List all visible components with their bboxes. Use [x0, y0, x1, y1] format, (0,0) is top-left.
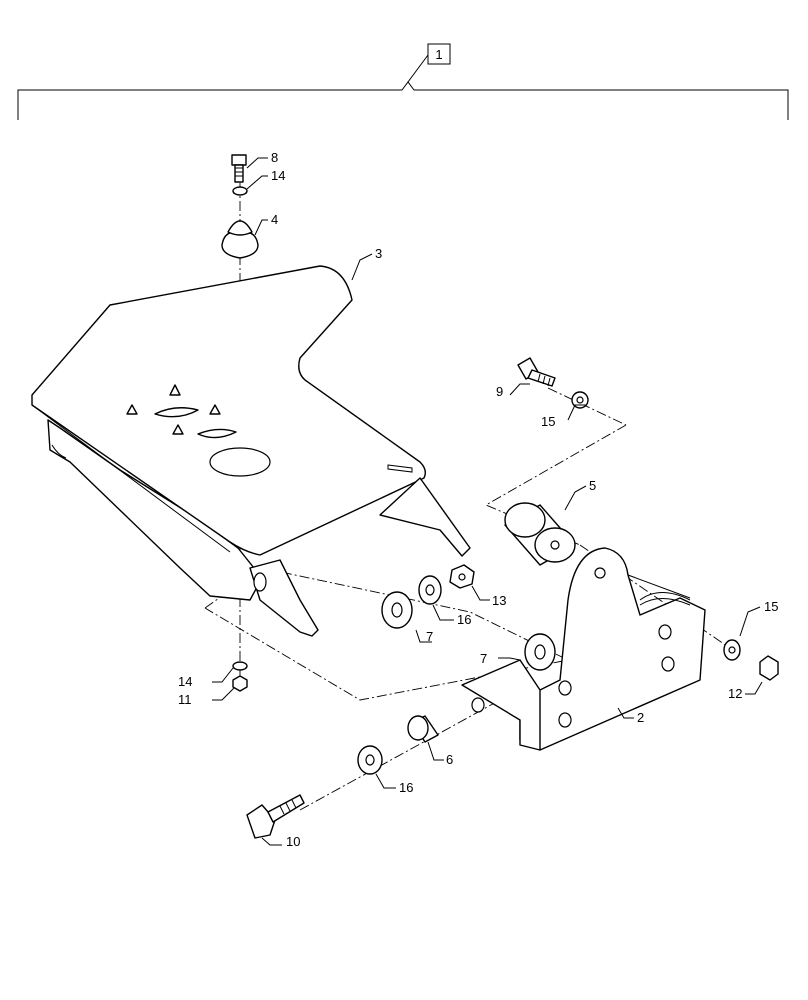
washer-part-14-top [232, 186, 248, 196]
callout-14-top: 14 [271, 168, 285, 183]
spacer-part-7-left [381, 591, 413, 629]
callout-10: 10 [286, 834, 300, 849]
callout-7-left: 7 [426, 629, 433, 644]
callout-6: 6 [446, 752, 453, 767]
bolt-part-8 [231, 154, 247, 183]
callout-2: 2 [637, 710, 644, 725]
washer-part-15-right [723, 639, 741, 661]
washer-part-14-bottom [232, 661, 248, 671]
callout-8: 8 [271, 150, 278, 165]
callout-15-right: 15 [764, 599, 778, 614]
washer-part-16-bottom [357, 745, 383, 775]
callout-15-top: 15 [541, 414, 555, 429]
spacer-part-7-right [524, 633, 556, 671]
callout-14-bottom: 14 [178, 674, 192, 689]
plate-part-3 [31, 265, 471, 637]
callout-9: 9 [496, 384, 503, 399]
washer-part-16-top [418, 575, 442, 605]
callout-1: 1 [435, 47, 442, 62]
callout-16-bottom: 16 [399, 780, 413, 795]
bracket-part-2 [461, 547, 706, 751]
nut-part-12 [759, 655, 779, 681]
callout-5: 5 [589, 478, 596, 493]
sleeve-part-6 [407, 715, 439, 743]
washer-part-15-top [571, 391, 589, 409]
callout-16-top: 16 [457, 612, 471, 627]
bumper-part-4 [221, 220, 259, 259]
bushing-part-5 [504, 502, 576, 566]
callout-7-right: 7 [480, 651, 487, 666]
bolt-part-9 [517, 357, 556, 387]
callout-11: 11 [178, 692, 192, 707]
callout-12: 12 [728, 686, 742, 701]
callout-13: 13 [492, 593, 506, 608]
assembly-bracket: 1 [17, 43, 789, 120]
callout-4: 4 [271, 212, 278, 227]
callout-3: 3 [375, 246, 382, 261]
callout-labels: 8 14 4 3 9 15 5 13 16 7 7 15 12 2 6 16 1… [178, 150, 778, 849]
nut-part-13 [449, 564, 475, 589]
nut-part-11 [232, 675, 248, 692]
leader-lines [212, 157, 763, 846]
bolt-part-10 [246, 794, 305, 839]
